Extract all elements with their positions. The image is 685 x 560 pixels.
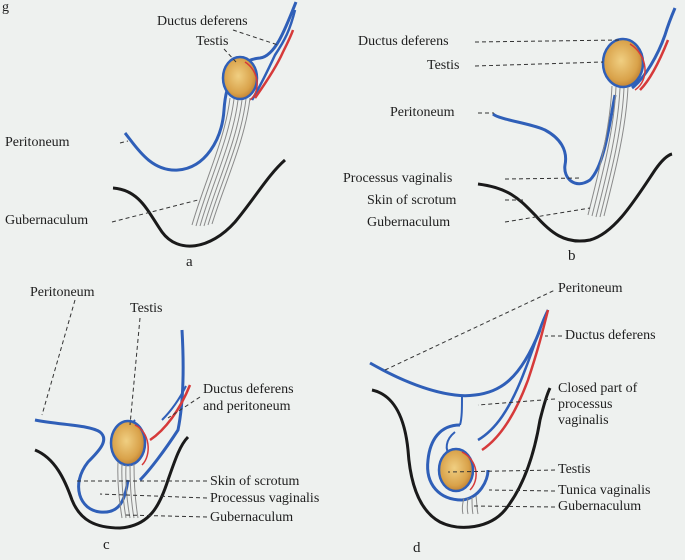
panel-a-label-ductus-deferens: Ductus deferens — [157, 14, 248, 29]
panel-a-letter: a — [186, 254, 193, 270]
panel-d-label-tunica-vaginalis: Tunica vaginalis — [558, 483, 651, 498]
panel-a-label-peritoneum: Peritoneum — [5, 135, 70, 150]
panel-b-letter: b — [568, 248, 576, 264]
panel-d-ductus-deferens — [481, 309, 550, 452]
panel-b-label-peritoneum: Peritoneum — [390, 105, 455, 120]
panel-b-label-gubernaculum: Gubernaculum — [367, 215, 451, 230]
panel-a-testis — [221, 55, 259, 101]
panel-d-label-closed-part-line2: processus — [558, 397, 613, 412]
panel-c-label-processus-vaginalis: Processus vaginalis — [210, 491, 320, 506]
panel-b-peritoneal-fold — [631, 7, 677, 90]
panel-c-label-testis: Testis — [130, 301, 163, 316]
panel-b-peritoneum-line — [492, 94, 617, 186]
panel-a-label-gubernaculum: Gubernaculum — [5, 213, 89, 228]
panel-b-ductus-deferens — [639, 39, 670, 91]
panel-d-skin-line — [371, 387, 552, 529]
panel-d-label-testis: Testis — [558, 462, 591, 477]
panel-c-label-ductus-deferens-line1: Ductus deferens — [203, 382, 294, 397]
panel-a-peritoneum-line — [123, 1, 298, 172]
panel-d-label-closed-part-line1: Closed part of — [558, 381, 638, 396]
panel-b-skin-line — [477, 152, 673, 243]
panel-b-label-ductus-deferens: Ductus deferens — [358, 34, 449, 49]
panel-d-label-ductus-deferens: Ductus deferens — [565, 328, 656, 343]
panel-c-gubernaculum — [117, 461, 139, 519]
panel-a-label-testis: Testis — [196, 34, 229, 49]
panel-d-label-gubernaculum: Gubernaculum — [558, 499, 642, 514]
panel-d-letter: d — [413, 540, 421, 556]
panel-c-label-peritoneum: Peritoneum — [30, 285, 95, 300]
panel-c-peritoneal-fold-right — [138, 329, 185, 482]
panel-b-drawing — [474, 7, 677, 243]
top-fragment-text: g — [2, 0, 9, 15]
panel-d-drawing — [369, 289, 562, 529]
panel-a-ductus-deferens — [253, 29, 295, 99]
panel-d-label-peritoneum: Peritoneum — [558, 281, 623, 296]
panel-c-label-gubernaculum: Gubernaculum — [210, 510, 294, 525]
panel-a-drawing — [111, 1, 298, 248]
panel-c-testis — [109, 419, 147, 467]
panel-b-gubernaculum — [587, 85, 629, 218]
panel-d-tunica-vaginalis — [426, 423, 490, 502]
panel-a-skin-line — [112, 158, 286, 248]
panel-b-label-testis: Testis — [427, 58, 460, 73]
panel-c-letter: c — [103, 537, 110, 553]
panel-d-peritoneum-line — [369, 329, 542, 398]
panel-c-peritoneum-line — [34, 418, 130, 514]
panel-c-drawing — [34, 299, 208, 530]
panel-a-gubernaculum — [191, 97, 251, 227]
panel-c-ductus-deferens — [149, 384, 192, 442]
panel-b-testis — [601, 37, 645, 89]
panel-d-label-closed-part-line3: vaginalis — [558, 413, 609, 428]
panel-b-label-skin-of-scrotum: Skin of scrotum — [367, 193, 457, 208]
panel-b-label-processus-vaginalis: Processus vaginalis — [343, 171, 453, 186]
panel-a-peritoneal-fold — [250, 9, 297, 101]
panel-c-label-ductus-deferens-line2: and peritoneum — [203, 399, 291, 414]
panel-c-label-skin-of-scrotum: Skin of scrotum — [210, 474, 300, 489]
panel-c-skin-line — [34, 435, 190, 530]
panel-d-testis — [437, 447, 475, 493]
